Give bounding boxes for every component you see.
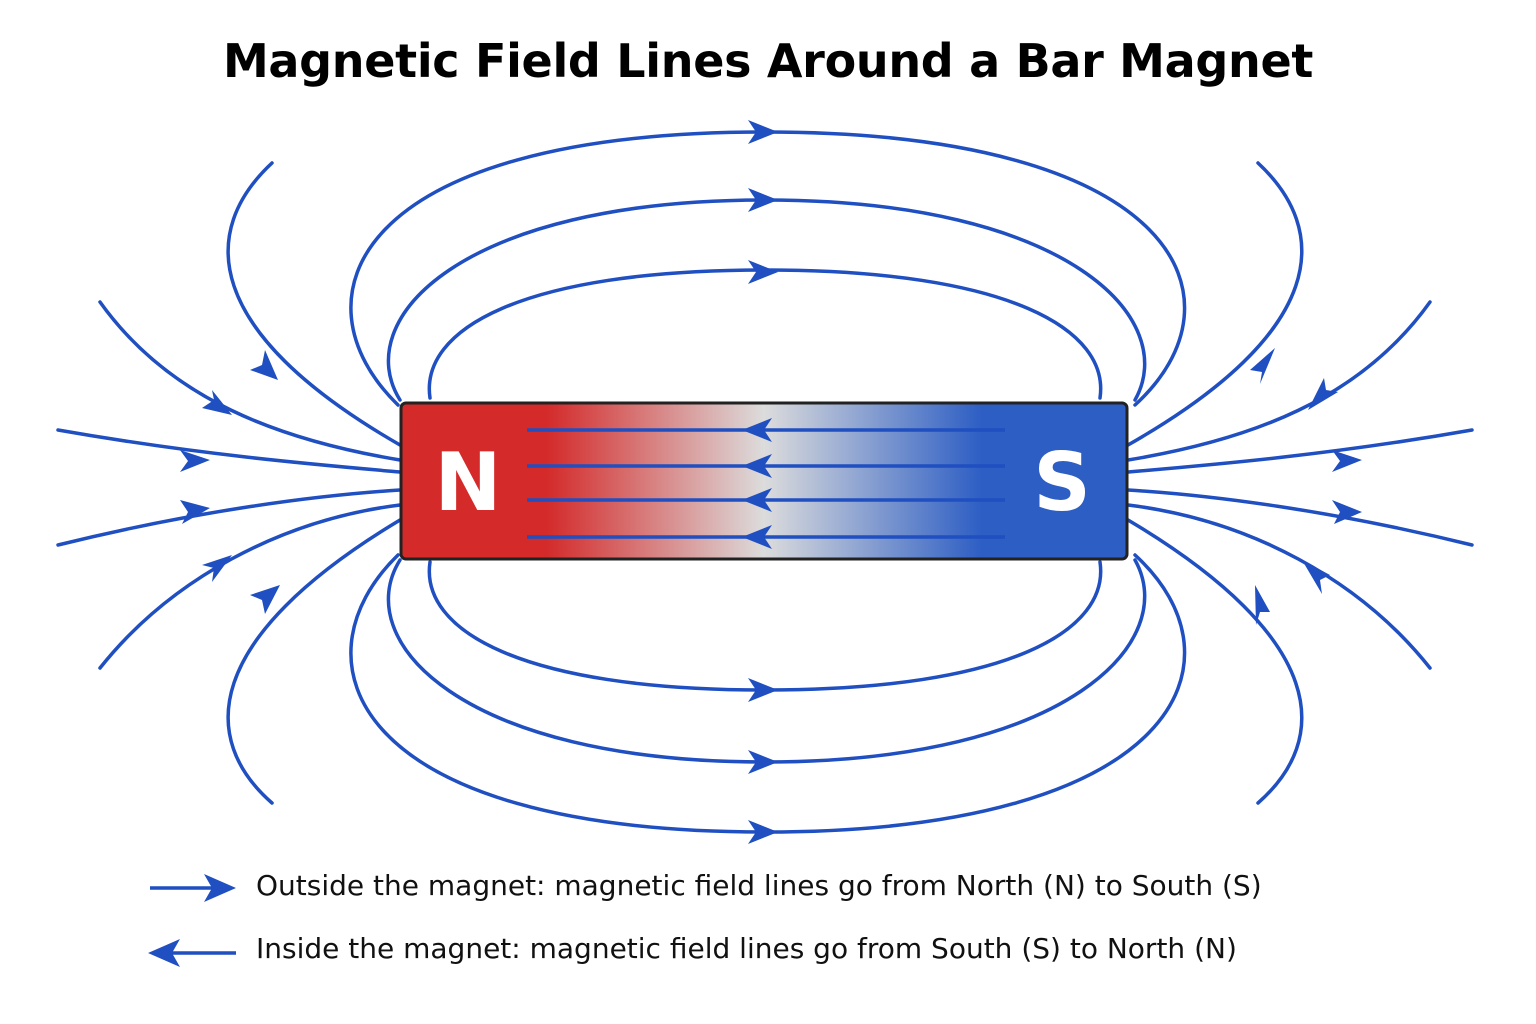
arrow-top-middle	[748, 188, 778, 212]
field-loop-top-inner	[427, 268, 1103, 400]
field-line-right-2	[1126, 300, 1432, 462]
arrow-bottom-middle	[748, 750, 778, 774]
field-line-right-4	[1126, 488, 1474, 547]
arrow-bottom-outer	[748, 820, 778, 844]
arrow-right-5	[1302, 560, 1330, 594]
field-loop-bottom-middle	[386, 558, 1147, 764]
north-pole-label: N	[435, 436, 502, 529]
arrow-top-outer	[748, 120, 778, 144]
arrow-bottom-inner	[748, 678, 778, 702]
bar-magnet	[399, 401, 1129, 561]
inside-arrow-3	[742, 488, 772, 512]
south-pole-label: S	[1033, 436, 1091, 529]
arrow-right-1	[1250, 348, 1275, 384]
field-line-right-1	[1126, 161, 1304, 447]
inside-arrow-1	[742, 418, 772, 442]
legend-outside-text: Outside the magnet: magnetic field lines…	[256, 869, 1262, 902]
left-arrow-icon	[148, 939, 180, 967]
legend-inside-text: Inside the magnet: magnetic field lines …	[256, 932, 1237, 965]
field-line-left-3	[56, 428, 402, 474]
page-title: Magnetic Field Lines Around a Bar Magnet	[222, 34, 1314, 88]
arrow-right-4	[1332, 500, 1362, 524]
field-line-left-5	[98, 503, 402, 670]
arrow-left-3	[180, 450, 210, 472]
arrow-right-2	[1308, 378, 1338, 410]
arrow-right-3	[1332, 450, 1362, 472]
arrow-right-6	[1255, 585, 1270, 625]
field-line-left-6	[226, 518, 402, 805]
right-arrow-icon	[204, 874, 236, 902]
field-line-left-4	[56, 488, 402, 547]
arrow-left-4	[180, 500, 210, 524]
inside-arrow-4	[742, 525, 772, 549]
inside-arrow-2	[742, 454, 772, 478]
arrow-left-2	[202, 390, 232, 415]
field-line-right-6	[1126, 518, 1304, 805]
field-loop-top-middle	[386, 198, 1147, 402]
arrow-left-6	[250, 585, 280, 614]
arrow-top-inner	[748, 260, 778, 284]
arrow-left-1	[250, 350, 278, 380]
field-loop-bottom-inner	[427, 560, 1103, 692]
field-line-right-3	[1126, 428, 1474, 474]
field-line-right-5	[1126, 503, 1432, 670]
field-line-left-1	[226, 161, 402, 447]
arrow-left-5	[202, 555, 232, 582]
field-line-left-2	[98, 300, 402, 462]
